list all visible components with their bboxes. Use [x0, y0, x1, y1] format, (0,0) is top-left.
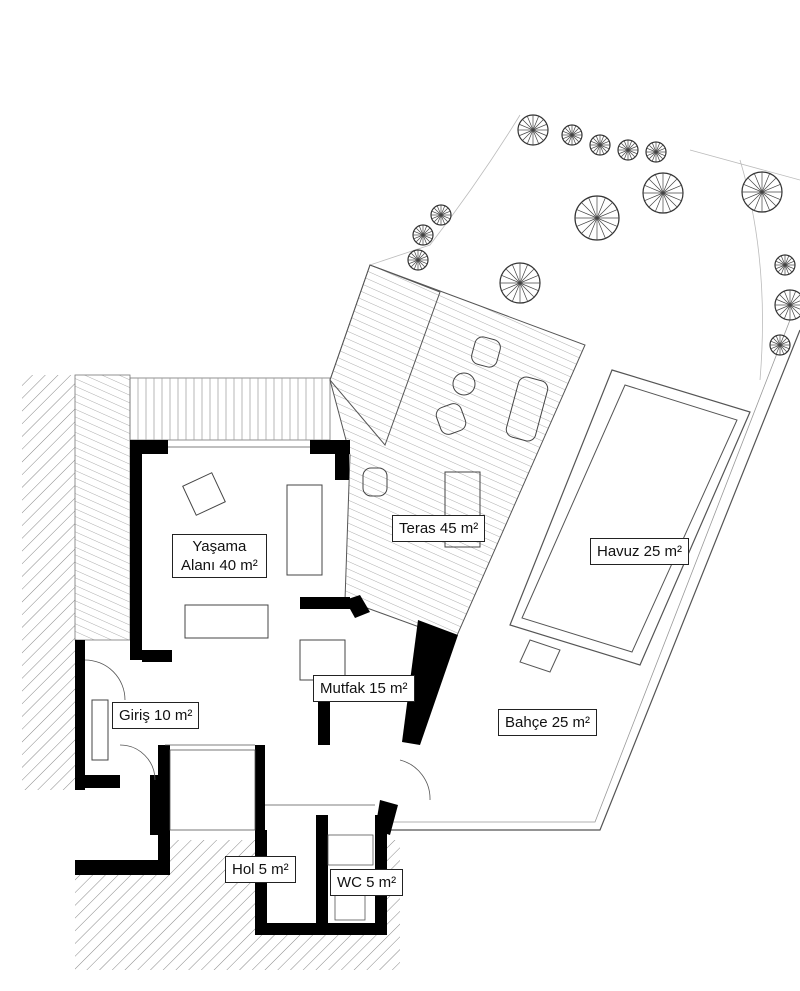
garden-boundary — [385, 329, 800, 831]
entry-strip-lines — [137, 378, 323, 440]
room-label-teras: Teras 45 m² — [392, 515, 486, 542]
room-label-yasama-line1: Yaşama — [192, 538, 247, 555]
tree-icon — [617, 139, 639, 161]
tree-icon — [561, 124, 583, 146]
room-label-giris: Giriş 10 m² — [112, 702, 200, 729]
garden-boundary-inner — [390, 319, 791, 823]
pool-steps — [519, 639, 561, 673]
tree-icon — [774, 254, 796, 276]
room-label-hol: Hol 5 m² — [225, 856, 296, 883]
tree-icon — [774, 289, 800, 321]
pool-inner — [521, 384, 738, 653]
ground-hatch-left — [22, 375, 75, 790]
tree-icon — [769, 334, 791, 356]
tree-icon — [741, 171, 783, 213]
garden-curve — [369, 114, 521, 266]
room-label-yasama: Yaşama Alanı 40 m² — [172, 534, 267, 578]
entry-strip — [129, 377, 331, 441]
tree-icon — [517, 114, 549, 146]
room-label-yasama-line2: Alanı 40 m² — [181, 557, 258, 574]
room-label-havuz: Havuz 25 m² — [590, 538, 690, 565]
room-label-wc: WC 5 m² — [330, 869, 404, 896]
pergola — [329, 264, 441, 446]
pool-outer — [509, 369, 751, 666]
outdoor-stairs — [74, 374, 131, 641]
tree-icon — [430, 204, 452, 226]
tree-icon — [589, 134, 611, 156]
tree-icon — [645, 141, 667, 163]
tree-icon — [412, 224, 434, 246]
room-label-mutfak: Mutfak 15 m² — [313, 675, 415, 702]
ground-hatch-bottom — [75, 840, 400, 970]
room-label-bahce: Bahçe 25 m² — [498, 709, 598, 736]
tree-icon — [574, 195, 620, 241]
terrace-deck — [329, 264, 586, 641]
trees — [407, 114, 800, 356]
tree-icon — [407, 249, 429, 271]
tree-icon — [499, 262, 541, 304]
furniture — [91, 336, 549, 761]
tree-icon — [642, 172, 684, 214]
